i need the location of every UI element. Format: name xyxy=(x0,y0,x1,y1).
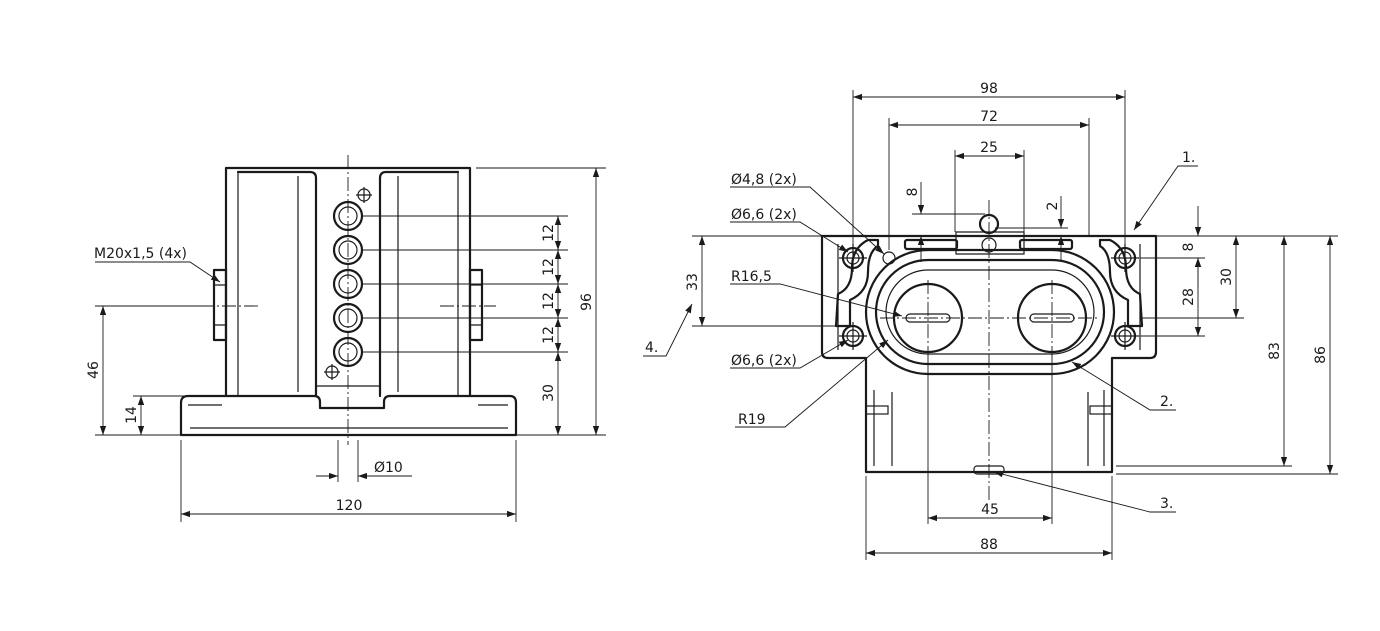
front-callout-4: 4. xyxy=(645,340,658,356)
front-flange xyxy=(820,234,1158,474)
side-dim-46: 46 xyxy=(86,361,102,379)
side-gland-left xyxy=(212,268,228,342)
front-dim-45: 45 xyxy=(981,502,999,518)
front-dim-83: 83 xyxy=(1267,342,1283,360)
front-view: 98 72 25 8 2 Ø4,8 (2x) Ø6,6 (2x) Ø6,6 (2… xyxy=(643,81,1338,560)
front-r19: R19 xyxy=(738,412,766,428)
side-dim-12-b: 12 xyxy=(541,258,557,276)
front-clamp-left xyxy=(834,238,880,328)
front-dim-33: 33 xyxy=(685,273,701,291)
side-dim-12-c: 12 xyxy=(541,292,557,310)
front-dim-98: 98 xyxy=(980,81,998,97)
side-dim-12-a: 12 xyxy=(541,224,557,242)
front-hole-48: Ø4,8 (2x) xyxy=(731,172,797,188)
front-gasket-outer xyxy=(864,248,1116,376)
front-dim-28: 28 xyxy=(1181,288,1197,306)
front-dim-30: 30 xyxy=(1219,268,1235,286)
front-dim-86: 86 xyxy=(1313,346,1329,364)
front-callout-1: 1. xyxy=(1182,150,1195,166)
side-dim-120: 120 xyxy=(336,498,363,514)
front-dim-8-right: 8 xyxy=(1181,243,1197,252)
front-dim-2: 2 xyxy=(1045,202,1061,211)
front-callout-2: 2. xyxy=(1160,394,1173,410)
side-dim-14: 14 xyxy=(124,406,140,424)
front-dim-8-top: 8 xyxy=(905,188,921,197)
front-r165: R16,5 xyxy=(731,269,772,285)
side-view: 12 12 12 12 30 96 46 14 M20x1,5 (4x) Ø10… xyxy=(86,155,606,522)
side-dim-dia10: Ø10 xyxy=(374,460,403,476)
front-dim-88: 88 xyxy=(980,537,998,553)
side-gland-right xyxy=(468,268,484,342)
side-dim-30: 30 xyxy=(541,384,557,402)
front-callout-3: 3. xyxy=(1160,496,1173,512)
side-base-plate xyxy=(179,394,518,437)
side-thread-label: M20x1,5 (4x) xyxy=(94,246,187,262)
front-dim-25: 25 xyxy=(980,140,998,156)
front-clamp-right xyxy=(1098,238,1144,328)
front-hole-66-top: Ø6,6 (2x) xyxy=(731,207,797,223)
side-dim-12-d: 12 xyxy=(541,326,557,344)
front-hole-66-bottom: Ø6,6 (2x) xyxy=(731,353,797,369)
front-dim-72: 72 xyxy=(980,109,998,125)
side-dim-96: 96 xyxy=(579,293,595,311)
